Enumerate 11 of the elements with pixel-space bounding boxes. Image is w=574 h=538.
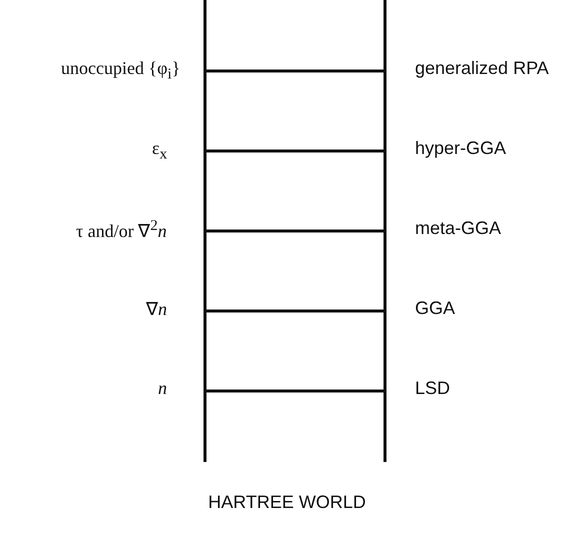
- quantity-label: ∇n: [146, 298, 167, 320]
- quantity-label: n: [158, 378, 167, 399]
- rung-label: GGA: [415, 298, 456, 319]
- quantity-label: τ and/or ∇$^{2}$n: [76, 218, 167, 242]
- quantity-label: ε$_{x}$: [152, 138, 168, 164]
- quantity-label: unoccupied {φ$_{i}$}: [61, 58, 180, 84]
- rung-label: hyper-GGA: [415, 138, 506, 159]
- rung-label: meta-GGA: [415, 218, 502, 239]
- rung-label: generalized RPA: [415, 58, 549, 79]
- rung-label: LSD: [415, 378, 450, 399]
- base-label: HARTREE WORLD: [207, 492, 367, 513]
